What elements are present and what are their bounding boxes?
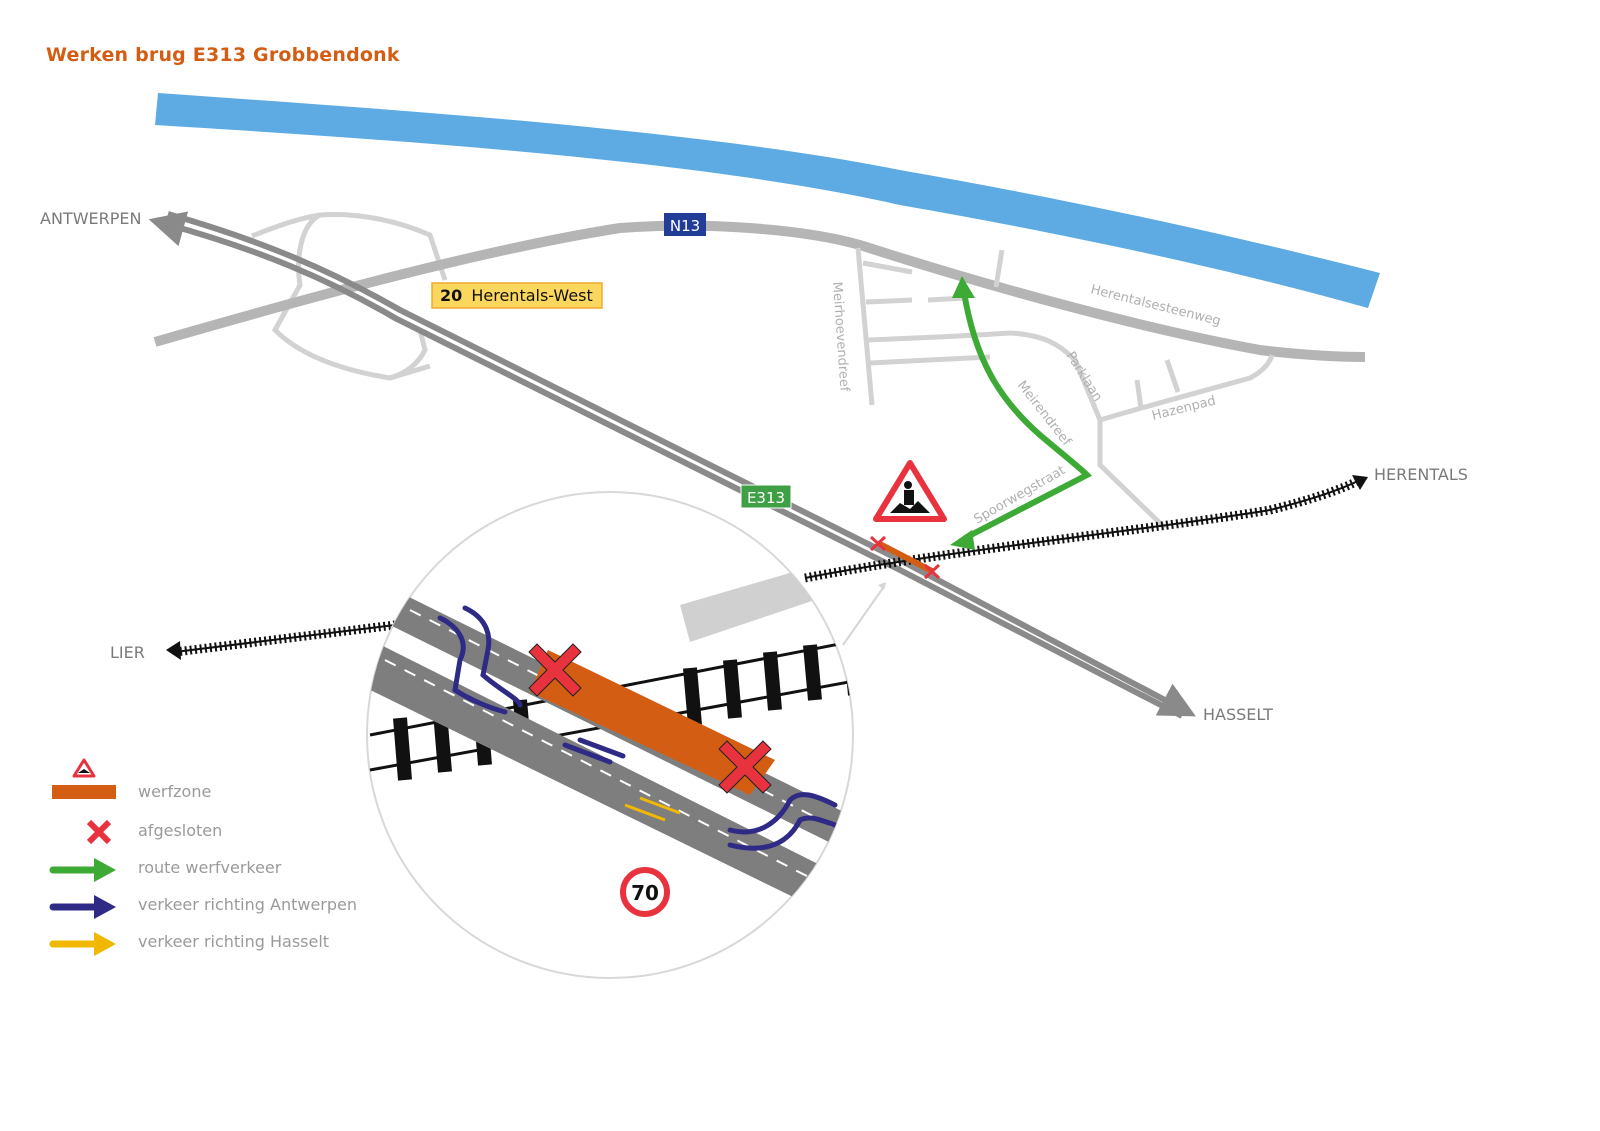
exit-label: 20 Herentals-West	[431, 282, 603, 309]
interchange-ramps	[251, 211, 448, 381]
street-meirhoevendreef: Meirhoevendreef	[829, 281, 852, 392]
speed-limit-value: 70	[631, 881, 659, 905]
red-x-icon	[86, 819, 112, 845]
legend-item-afgesloten: afgesloten	[46, 818, 406, 848]
legend-item-werfzone: werfzone	[46, 758, 406, 806]
exit-number: 20	[440, 286, 462, 305]
svg-text:20 Herentals-West: 20 Herentals-West	[440, 286, 593, 305]
svg-text:E313: E313	[747, 489, 785, 507]
closed-cross-2-icon	[718, 740, 772, 794]
destination-herentals: HERENTALS	[1374, 465, 1468, 484]
zoom-indicator-line	[842, 584, 886, 646]
street-parklaan: Parklaan	[1063, 349, 1105, 404]
detail-circle: 70	[366, 491, 854, 979]
destination-lier: LIER	[110, 643, 145, 662]
closed-small-2-icon	[923, 563, 941, 580]
speed-limit-sign-icon: 70	[620, 867, 670, 917]
arrow-yellow-icon	[49, 932, 116, 956]
map-title: Werken brug E313 Grobbendonk	[46, 44, 400, 66]
street-herentalsesteenweg: Herentalsesteenweg	[1089, 282, 1222, 329]
local-streets	[855, 247, 1275, 530]
green-arrowhead-south-icon	[950, 530, 975, 550]
green-arrowhead-north-icon	[952, 276, 975, 298]
exit-name: Herentals-West	[471, 286, 592, 305]
river	[155, 93, 1380, 308]
closed-small-1-icon	[869, 535, 887, 552]
svg-text:N13: N13	[670, 217, 700, 235]
rail-arrow-lier-icon	[166, 641, 181, 660]
legend-item-route-werfverkeer: route werfverkeer	[46, 855, 406, 885]
e313-highway	[148, 211, 1196, 719]
closed-cross-1-icon	[528, 643, 582, 697]
route-werfverkeer	[950, 276, 1093, 550]
rail-arrow-herentals-icon	[1352, 475, 1368, 490]
n13-road	[153, 220, 1366, 362]
roadworks-warning-triangle-icon	[873, 460, 947, 522]
e313-shield: E313	[740, 484, 792, 509]
n13-shield: N13	[664, 213, 706, 236]
legend-item-verkeer-antwerpen: verkeer richting Antwerpen	[46, 892, 406, 922]
destination-antwerpen: ANTWERPEN	[40, 209, 141, 228]
werfzone-small	[869, 535, 941, 580]
arrow-blue-icon	[49, 895, 116, 919]
werfzone-legend-icon	[52, 758, 116, 799]
destination-hasselt: HASSELT	[1203, 705, 1273, 724]
arrow-green-icon	[49, 858, 116, 882]
legend-item-verkeer-hasselt: verkeer richting Hasselt	[46, 929, 406, 959]
